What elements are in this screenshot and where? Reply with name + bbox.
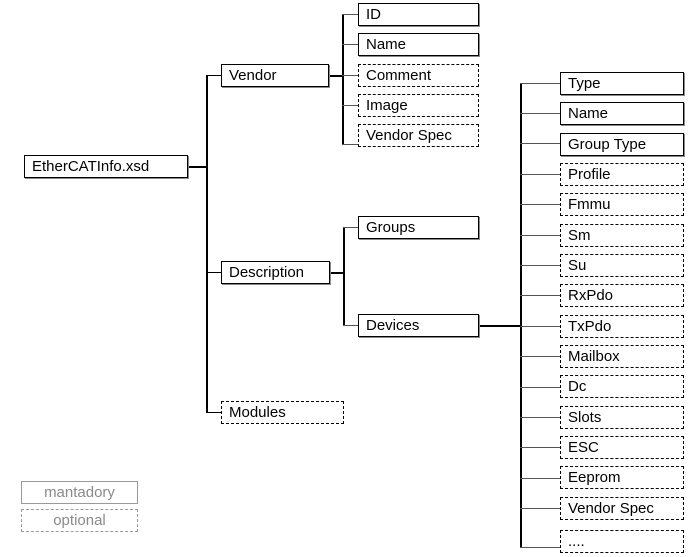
node-device-profile[interactable]: Profile — [560, 163, 684, 186]
node-device-txpdo-label: TxPdo — [568, 318, 612, 335]
connector-to-device-12 — [520, 447, 561, 448]
connector-to-vendor — [206, 75, 222, 76]
node-device-dc-label: Dc — [568, 378, 587, 395]
legend-optional-label: optional — [53, 512, 106, 529]
connector-to-device-4 — [520, 204, 561, 205]
node-vendor-comment[interactable]: Comment — [358, 64, 479, 87]
connector-to-device-11 — [520, 417, 561, 418]
connector-vendor-trunk — [342, 14, 344, 144]
connector-to-device-0 — [520, 83, 561, 84]
connector-to-device-6 — [520, 265, 561, 266]
connector-to-groups — [343, 227, 359, 228]
node-device-txpdo[interactable]: TxPdo — [560, 315, 684, 338]
connector-to-vendor-image — [342, 105, 359, 106]
connector-devices-stub — [479, 325, 521, 327]
node-device-esc-label: ESC — [568, 439, 599, 456]
node-description-label: Description — [229, 264, 305, 281]
connector-to-device-3 — [520, 174, 561, 175]
connector-vendor-stub — [329, 75, 343, 77]
node-device-slots[interactable]: Slots — [560, 406, 684, 429]
node-device-su-label: Su — [568, 257, 587, 274]
legend-mandatory: mantadory — [21, 481, 138, 504]
node-device-mailbox[interactable]: Mailbox — [560, 345, 684, 368]
node-vendor-name-label: Name — [366, 36, 407, 53]
node-root-label: EtherCATInfo.xsd — [32, 158, 150, 175]
node-root[interactable]: EtherCATInfo.xsd — [24, 155, 188, 178]
node-device-dc[interactable]: Dc — [560, 375, 684, 398]
node-device-rxpdo-label: RxPdo — [568, 287, 614, 304]
node-device-eeprom-label: Eeprom — [568, 469, 621, 486]
node-device-profile-label: Profile — [568, 166, 611, 183]
connector-to-device-14 — [520, 508, 561, 509]
connector-root-stub — [188, 166, 207, 168]
legend-optional: optional — [21, 509, 138, 532]
node-vendor-name[interactable]: Name — [358, 33, 479, 56]
node-vendor-id[interactable]: ID — [358, 3, 479, 26]
node-device-name-label: Name — [568, 105, 609, 122]
node-device-name[interactable]: Name — [560, 102, 684, 125]
node-device-vendor-spec[interactable]: Vendor Spec — [560, 497, 684, 520]
connector-to-vendor-vendorspec — [342, 144, 359, 145]
node-description[interactable]: Description — [221, 261, 330, 284]
legend-mandatory-label: mantadory — [44, 484, 115, 501]
node-vendor-spec[interactable]: Vendor Spec — [358, 124, 479, 147]
connector-to-device-7 — [520, 295, 561, 296]
node-modules[interactable]: Modules — [221, 401, 344, 424]
connector-to-modules — [206, 412, 222, 413]
node-vendor-image[interactable]: Image — [358, 94, 479, 117]
node-vendor-id-label: ID — [366, 6, 381, 23]
node-device-sm[interactable]: Sm — [560, 224, 684, 247]
connector-to-device-2 — [520, 143, 561, 144]
connector-to-description — [206, 272, 222, 273]
node-vendor-comment-label: Comment — [366, 67, 432, 84]
node-device-rxpdo[interactable]: RxPdo — [560, 284, 684, 307]
connector-to-device-9 — [520, 356, 561, 357]
node-modules-label: Modules — [229, 404, 286, 421]
connector-to-device-10 — [520, 387, 561, 388]
node-device-su[interactable]: Su — [560, 254, 684, 277]
node-device-fmmu-label: Fmmu — [568, 196, 611, 213]
connector-to-devices — [343, 325, 359, 326]
node-device-group-type[interactable]: Group Type — [560, 133, 684, 156]
node-device-more-label: .... — [568, 533, 585, 550]
connector-to-device-5 — [520, 235, 561, 236]
connector-to-device-13 — [520, 478, 561, 479]
node-device-slots-label: Slots — [568, 409, 602, 426]
connector-to-device-1 — [520, 113, 561, 114]
connector-to-vendor-comment — [342, 75, 359, 76]
node-groups[interactable]: Groups — [358, 216, 479, 239]
node-device-sm-label: Sm — [568, 227, 591, 244]
connector-description-trunk — [343, 227, 345, 326]
node-vendor[interactable]: Vendor — [221, 64, 329, 87]
connector-to-device-15 — [520, 547, 561, 548]
node-device-mailbox-label: Mailbox — [568, 348, 620, 365]
node-device-group-type-label: Group Type — [568, 136, 647, 153]
node-groups-label: Groups — [366, 219, 416, 236]
connector-description-stub — [330, 272, 344, 274]
connector-devices-trunk — [520, 83, 522, 548]
node-device-fmmu[interactable]: Fmmu — [560, 193, 684, 216]
connector-to-vendor-name — [342, 44, 359, 45]
node-device-vendor-spec-label: Vendor Spec — [568, 500, 654, 517]
node-vendor-label: Vendor — [229, 67, 277, 84]
node-devices-label: Devices — [366, 317, 420, 334]
node-device-type-label: Type — [568, 75, 601, 92]
node-device-type[interactable]: Type — [560, 72, 684, 95]
connector-to-device-8 — [520, 326, 561, 327]
connector-level1-trunk — [206, 75, 208, 413]
node-device-eeprom[interactable]: Eeprom — [560, 466, 684, 489]
node-vendor-image-label: Image — [366, 97, 408, 114]
node-devices[interactable]: Devices — [358, 314, 479, 337]
node-device-esc[interactable]: ESC — [560, 436, 684, 459]
node-vendor-spec-label: Vendor Spec — [366, 127, 452, 144]
connector-to-vendor-id — [342, 14, 359, 15]
node-device-more[interactable]: .... — [560, 530, 684, 553]
